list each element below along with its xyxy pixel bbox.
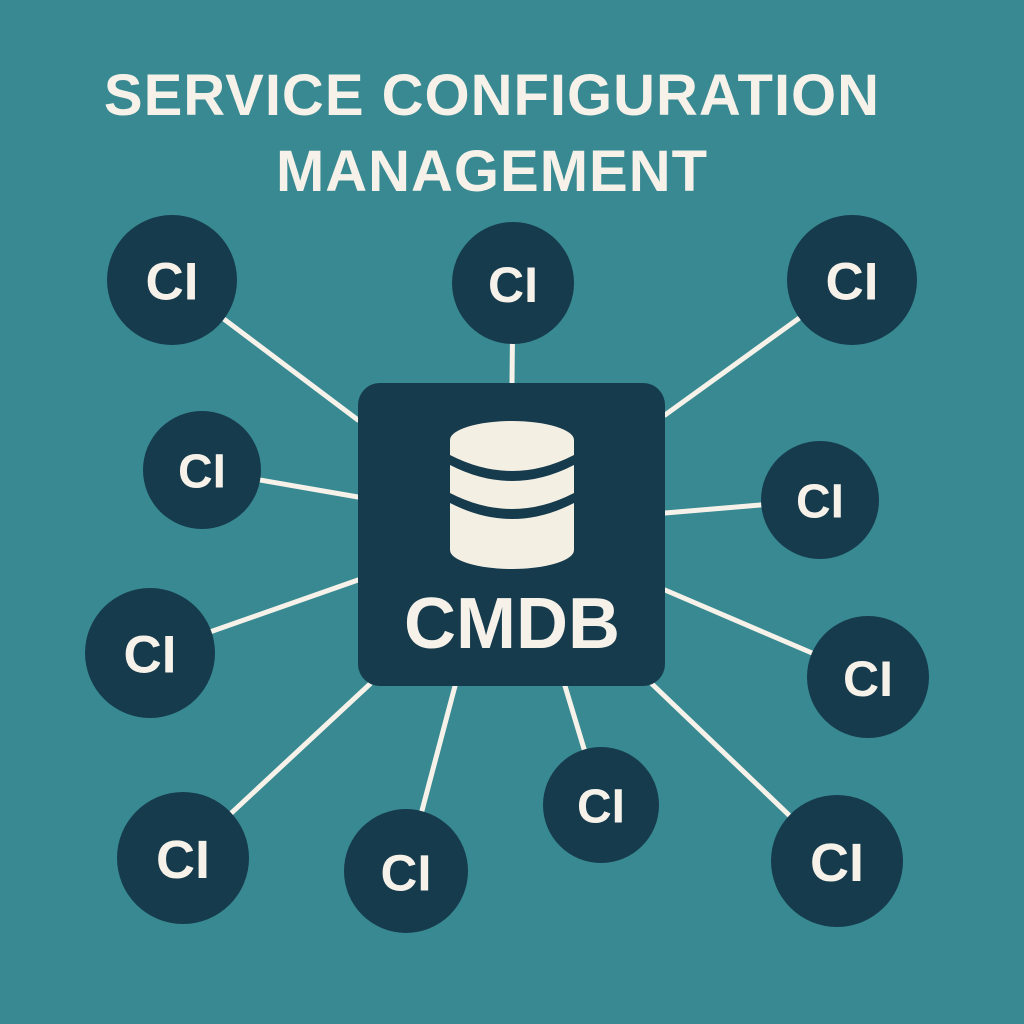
ci-node: CI [787,215,917,345]
ci-node-circle [771,795,903,927]
title-line-2: MANAGEMENT [275,139,709,204]
ci-node-label: CI [843,651,893,707]
ci-node: CI [452,222,574,344]
ci-node-circle [117,792,249,924]
ci-node-circle [452,222,574,344]
ci-node-label: CI [156,830,210,890]
cmdb-hub: CMDB [358,383,665,686]
ci-node-circle [107,215,237,345]
ci-node: CI [761,441,879,559]
ci-node-label: CI [124,626,177,685]
ci-node: CI [543,747,659,863]
connector-line [418,683,458,816]
ci-node-label: CI [826,253,879,312]
ci-node: CI [117,792,249,924]
connector-line [219,315,361,423]
connector-line [206,577,361,635]
ci-node: CI [107,215,237,345]
ci-node-circle [543,747,659,863]
ci-node-circle [143,411,261,529]
ci-node-label: CI [381,845,432,902]
ci-node-circle [787,215,917,345]
ci-node-label: CI [577,781,625,834]
ci-node: CI [344,809,468,933]
title-line-1: SERVICE CONFIGURATION [103,63,881,128]
ci-node-circle [761,441,879,559]
diagram-title: SERVICE CONFIGURATION MANAGEMENT [0,58,984,210]
ci-node: CI [807,616,929,738]
connector-line [662,502,766,516]
ci-node-circle [85,588,215,718]
ci-node: CI [85,588,215,718]
connector-line [562,683,588,754]
connector-line [227,681,373,817]
connector-line [649,681,794,820]
ci-node-label: CI [810,833,864,893]
database-icon [450,421,574,569]
ci-node-label: CI [146,253,199,312]
cmdb-label: CMDB [404,584,620,664]
ci-node-circle [344,809,468,933]
ci-node: CI [771,795,903,927]
ci-node: CI [143,411,261,529]
connector-line [662,314,804,418]
ci-node-label: CI [178,446,226,499]
connector-lines [206,314,817,820]
connector-line [255,477,361,500]
connector-line [662,587,817,657]
ci-nodes: CI CI CI CI CI CI CI CI CI CI CI [85,215,929,933]
ci-node-label: CI [796,476,844,529]
ci-node-label: CI [488,257,538,313]
ci-node-circle [807,616,929,738]
